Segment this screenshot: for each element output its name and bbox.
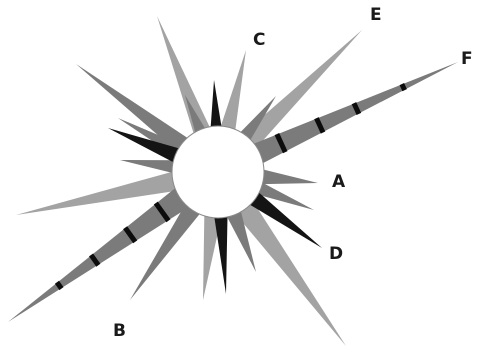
label-f: F xyxy=(461,51,473,68)
ray-c xyxy=(219,50,246,135)
label-a: A xyxy=(332,174,346,191)
ray-left xyxy=(120,160,179,174)
center-disc xyxy=(172,126,264,218)
label-d: D xyxy=(329,246,344,263)
label-b: B xyxy=(113,323,126,340)
ray-a xyxy=(257,168,318,184)
label-e: E xyxy=(370,7,382,24)
ray-upper-left-long xyxy=(157,16,212,138)
label-c: C xyxy=(253,32,266,49)
ray-upper-dark xyxy=(210,80,222,132)
ray-bottom-dark xyxy=(214,212,228,295)
